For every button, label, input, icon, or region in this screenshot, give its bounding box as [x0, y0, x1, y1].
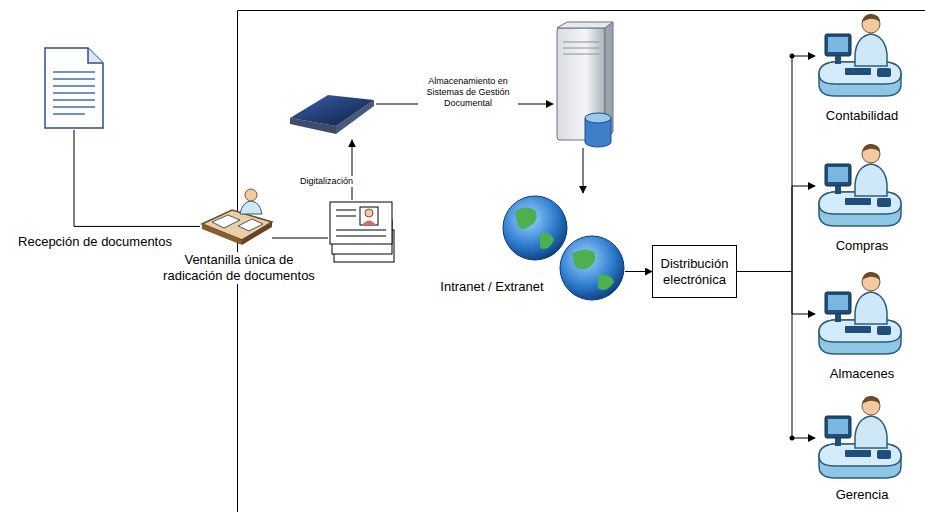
connector: [737, 272, 815, 439]
edge-label: Digitalización: [298, 176, 355, 187]
node-label: Ventanilla única de radicación de docume…: [152, 252, 326, 284]
node-label: Almacenes: [800, 366, 924, 382]
reception-desk-icon: [202, 189, 272, 245]
edge-label: Almacenamiento en Sistemas de Gestión Do…: [418, 76, 518, 109]
scanner-icon: [290, 95, 374, 134]
connector: [737, 186, 815, 272]
process-box: Distribución electrónica: [652, 245, 737, 298]
department-node: Gerencia: [815, 392, 905, 484]
document-icon: [45, 48, 103, 128]
network-node: Intranet / Extranet: [500, 195, 625, 301]
node-label: Intranet / Extranet: [424, 279, 560, 295]
frame-lines: [238, 11, 925, 512]
bracket-dot: [790, 436, 795, 441]
box-text: Distribución electrónica: [653, 256, 736, 288]
node-label: Contabilidad: [800, 108, 924, 124]
department-node: Contabilidad: [815, 10, 905, 102]
connector: [737, 272, 815, 315]
node-label: Recepción de documentos: [0, 234, 192, 250]
node-label: Compras: [800, 238, 924, 254]
document-node: Recepción de documentos: [43, 48, 105, 130]
flow-lines: [272, 104, 583, 238]
document-stack-icon: [330, 202, 394, 262]
department-node: Compras: [815, 140, 905, 232]
node-label: Gerencia: [800, 487, 924, 503]
department-node: Almacenes: [815, 268, 905, 360]
connector: [74, 130, 200, 226]
server-icon: [557, 22, 613, 147]
connector: [625, 271, 652, 272]
desk-node: Ventanilla única de radicación de docume…: [200, 190, 274, 246]
bracket-dot: [790, 54, 795, 59]
